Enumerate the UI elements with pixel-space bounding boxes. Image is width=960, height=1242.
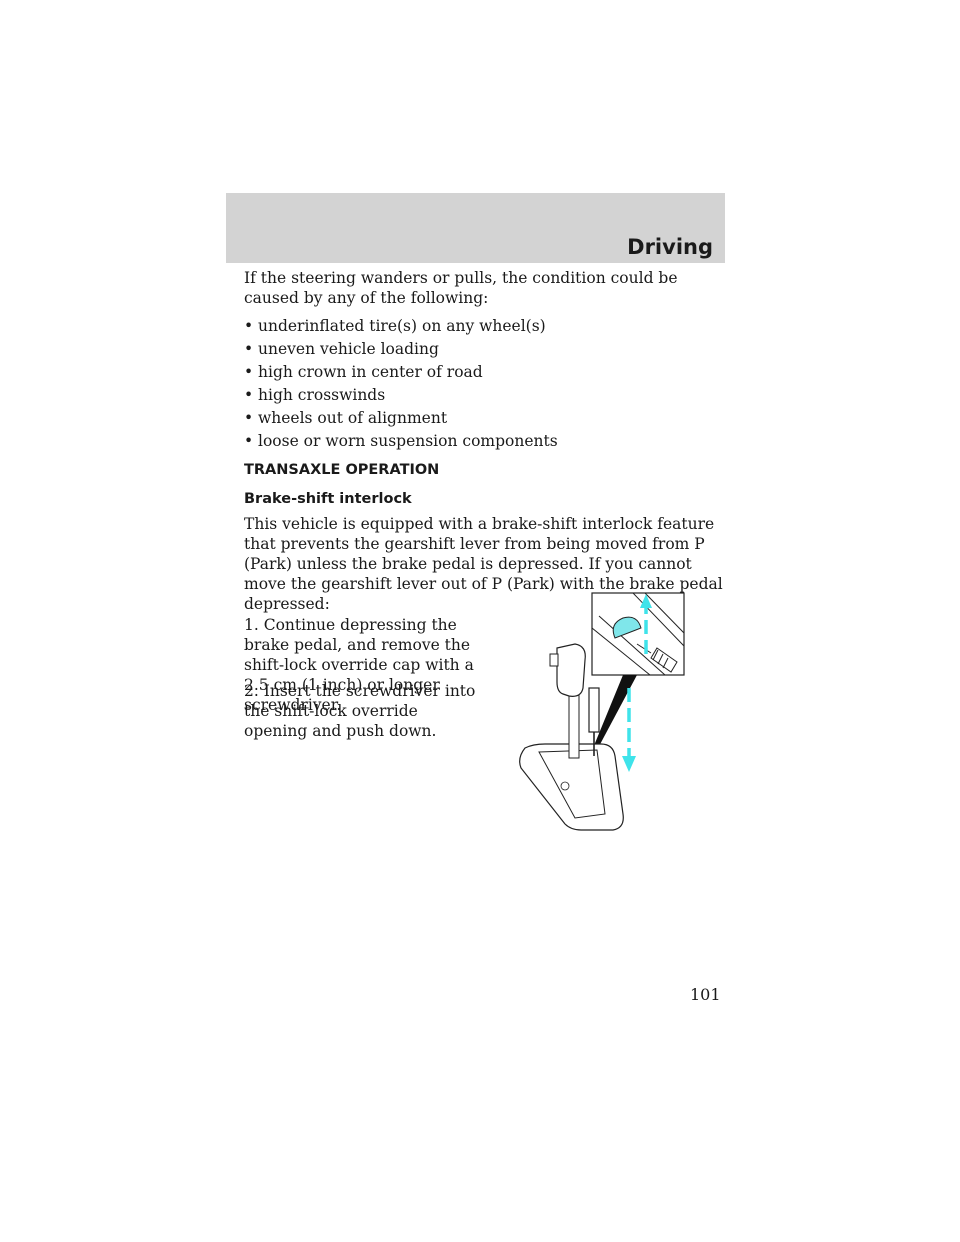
transaxle-heading: TRANSAXLE OPERATION (244, 462, 440, 478)
list-item: •high crosswinds (244, 385, 558, 408)
section-header-band: Driving (226, 193, 725, 263)
bullet-marker: • (244, 317, 254, 335)
detail-console-surface (591, 592, 685, 676)
callout-wedge (593, 675, 637, 750)
page-number: 101 (690, 985, 721, 1004)
gear-indicator-letters (560, 781, 570, 791)
list-item-text: uneven vehicle loading (258, 340, 439, 358)
gearshift-knob (556, 643, 586, 697)
list-item: •uneven vehicle loading (244, 339, 558, 362)
detail-screwdriver-icon (636, 643, 678, 673)
list-item: •high crown in center of road (244, 362, 558, 385)
list-item-text: high crown in center of road (258, 363, 483, 381)
list-item: •loose or worn suspension components (244, 431, 558, 454)
list-item: •wheels out of alignment (244, 408, 558, 431)
bullet-marker: • (244, 363, 254, 381)
list-item-text: wheels out of alignment (258, 409, 448, 427)
list-item-text: high crosswinds (258, 386, 386, 404)
knob-button (549, 653, 559, 667)
list-item-text: underinflated tire(s) on any wheel(s) (258, 317, 546, 335)
step-2-text: 2. Insert the screwdriver into the shift… (244, 682, 476, 740)
screwdriver-handle (588, 687, 600, 733)
list-item: •underinflated tire(s) on any wheel(s) (244, 316, 558, 339)
bullet-marker: • (244, 409, 254, 427)
shift-lock-override-illustration (519, 592, 685, 831)
bullet-marker: • (244, 386, 254, 404)
bullet-marker: • (244, 432, 254, 450)
override-cap-icon (612, 616, 642, 639)
intro-paragraph: If the steering wanders or pulls, the co… (244, 269, 678, 307)
lift-arrow-icon (640, 594, 652, 608)
push-arrow-icon (622, 756, 636, 772)
step-1-text: 1. Continue depressing the brake pedal, … (244, 616, 474, 714)
cause-list: •underinflated tire(s) on any wheel(s) •… (244, 316, 558, 454)
bullet-marker: • (244, 340, 254, 358)
section-title: Driving (627, 235, 713, 259)
list-item-text: loose or worn suspension components (258, 432, 558, 450)
interlock-paragraph: This vehicle is equipped with a brake-sh… (244, 515, 723, 613)
interlock-subheading: Brake-shift interlock (244, 491, 412, 507)
